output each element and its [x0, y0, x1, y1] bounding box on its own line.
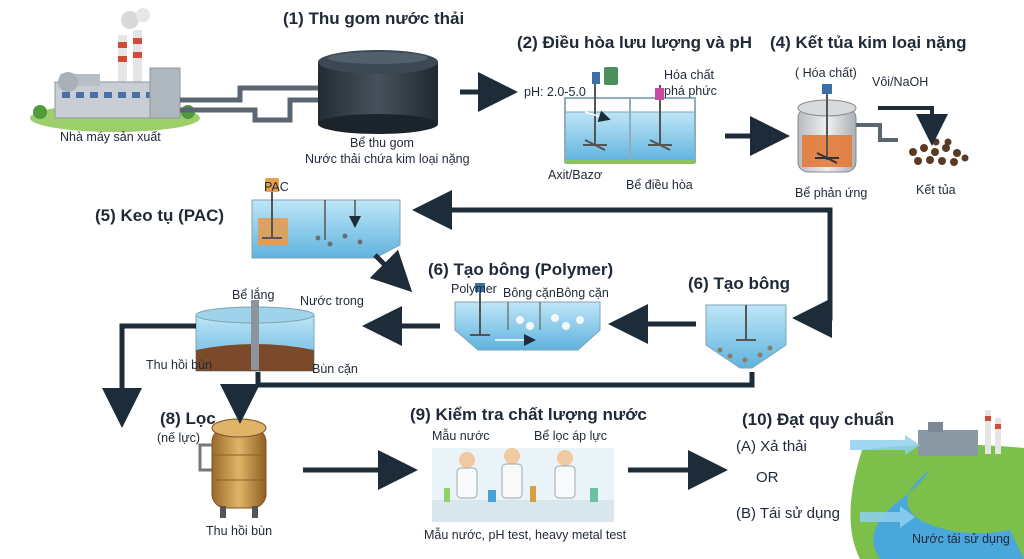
step-6a-title: (6) Tạo bông (Polymer) [428, 260, 614, 279]
flocculation-tank [705, 304, 787, 369]
lab-scene [432, 448, 614, 522]
settling-tank [195, 300, 315, 372]
or-label: OR [756, 469, 779, 486]
cartridge-label: (nế lực) [157, 431, 201, 445]
pressure-filter-vessel [198, 418, 267, 518]
return-line [255, 372, 755, 388]
precipitate-pile [909, 138, 969, 166]
step-5-title: (5) Keo tụ (PAC) [95, 206, 225, 225]
factory-label: Nhà máy sản xuất [60, 130, 161, 144]
option-b-label: (B) Tái sử dụng [736, 505, 840, 522]
complex-break-label: phá phức [664, 84, 717, 98]
discharge-scene [850, 410, 1024, 559]
pipe-factory-tank [180, 85, 320, 123]
precipitate-label: Kết tủa [916, 183, 956, 197]
step-6b-title: (6) Tạo bông [688, 274, 790, 293]
collection-tank [318, 50, 438, 134]
option-a-label: (A) Xả thải [736, 438, 807, 455]
ph-range-label: pH: 2.0-5.0 [524, 85, 586, 99]
sludge-recovery-2-label: Thu hồi bùn [206, 524, 273, 538]
equalization-tank-label: Bể điều hòa [626, 178, 693, 192]
acid-base-label: Axit/Bazơ [548, 168, 603, 182]
step-9-title: (9) Kiểm tra chất lượng nước [410, 405, 647, 424]
water-sample-label: Mẫu nước [432, 429, 490, 443]
sludge-label: Bùn cặn [312, 362, 358, 376]
lime-naoh-label: Vôi/NaOH [872, 75, 929, 89]
flocculation-polymer-tank [454, 283, 601, 351]
chemical-label: Hóa chất [664, 68, 715, 82]
floc-label-1: Bông cặn [503, 286, 556, 300]
equalization-tank [564, 67, 696, 164]
step-10-title: (10) Đạt quy chuẩn [742, 410, 895, 429]
pac-label: PAC [264, 180, 289, 194]
arrow-5-to-6a [369, 249, 413, 293]
arrow-settling-to-8 [102, 323, 196, 428]
step-4-title: (4) Kết tủa kim loại nặng [770, 33, 967, 52]
tests-label: Mẫu nước, pH test, heavy metal test [424, 528, 627, 542]
arrow-to-precipitate [878, 106, 948, 146]
chemical-paren-label: ( Hóa chất) [795, 66, 857, 80]
step-2-title: (2) Điều hòa lưu lượng và pH [517, 33, 753, 52]
collection-desc-label: Nước thải chứa kim loại nặng [305, 152, 470, 166]
floc-label-2: Bông cặn [556, 286, 609, 300]
collection-tank-label: Bể thu gom [350, 136, 414, 150]
clear-water-label: Nước trong [300, 294, 364, 308]
arrow-to-6b [792, 207, 833, 338]
settling-tank-label: Bể lắng [232, 288, 275, 302]
pressure-filter-label: Bể lọc áp lực [534, 429, 607, 443]
reuse-water-label: Nước tái sử dụng [912, 532, 1010, 546]
polymer-label: Polymer [451, 282, 497, 296]
reactor-label: Bể phản ứng [795, 186, 868, 200]
step-1-title: (1) Thu gom nước thải [283, 9, 465, 28]
coagulation-tank [251, 178, 401, 259]
factory-icon [30, 8, 200, 132]
sludge-recovery-label: Thu hồi bùn [146, 358, 213, 372]
step-8-title: (8) Lọc [160, 409, 216, 428]
reactor-tank [797, 84, 898, 173]
flow-arrows [102, 72, 948, 490]
